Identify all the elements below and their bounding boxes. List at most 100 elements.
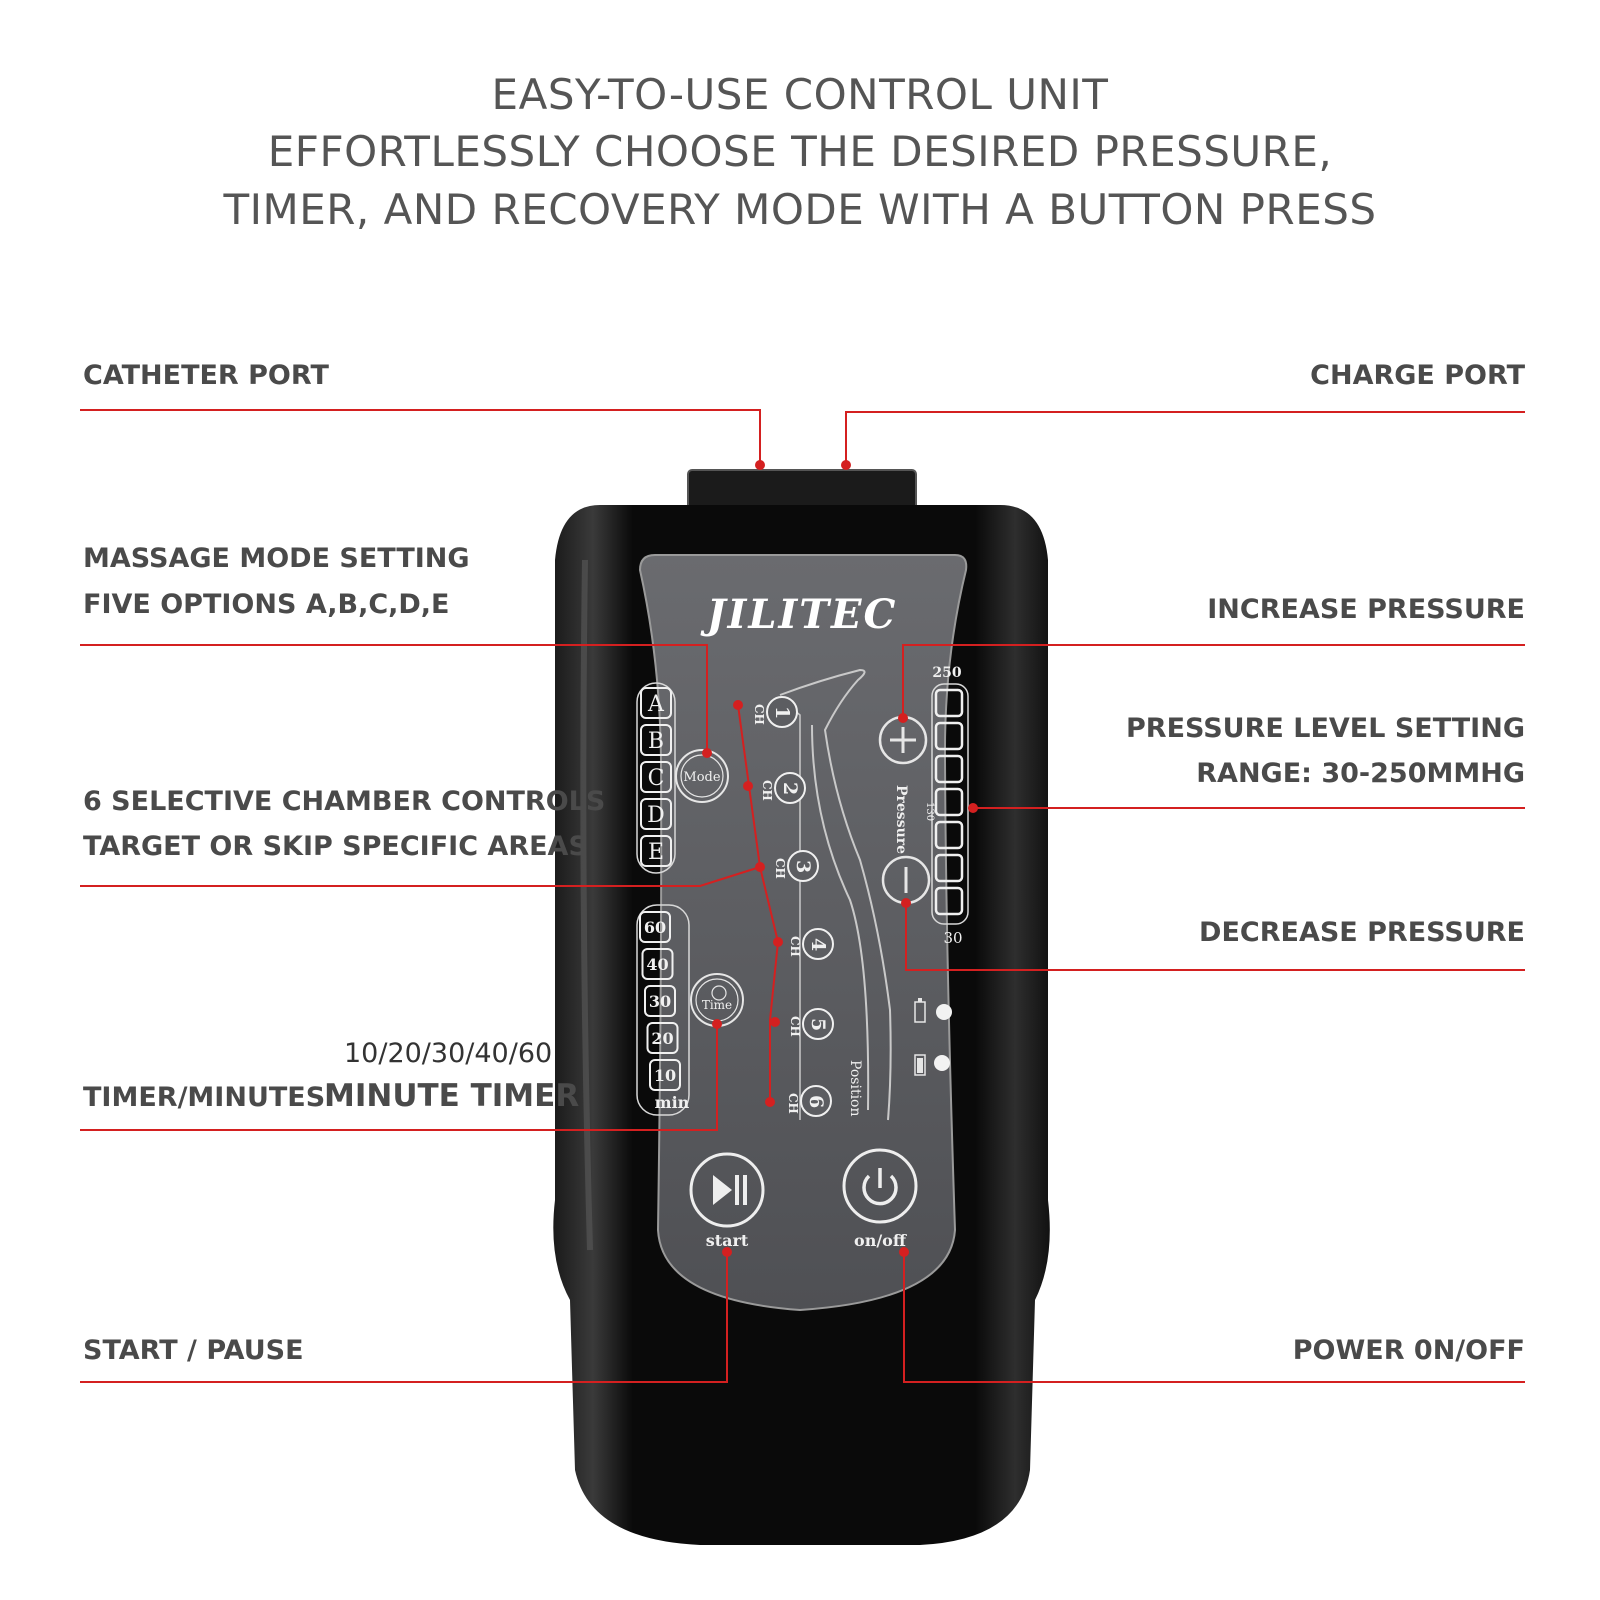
battery-low-indicator bbox=[914, 998, 952, 1023]
label-massage-mode-1: MASSAGE MODE SETTING bbox=[83, 543, 470, 574]
mode-option-c: C bbox=[640, 761, 672, 793]
channel-label: CH bbox=[786, 1093, 800, 1114]
leader-timer bbox=[80, 1024, 718, 1131]
leader-lines bbox=[80, 409, 1525, 1383]
timer-option-20: 20 bbox=[646, 1022, 679, 1054]
label-charge-port: CHARGE PORT bbox=[1310, 360, 1525, 391]
label-chambers-1: 6 SELECTIVE CHAMBER CONTROLS bbox=[83, 786, 606, 817]
channel-label: CH bbox=[752, 704, 766, 725]
leader-massage-mode bbox=[80, 644, 708, 753]
pressure-max-label: 250 bbox=[932, 665, 961, 681]
pressure-led bbox=[934, 787, 964, 817]
start-pause-button[interactable] bbox=[689, 1152, 765, 1228]
channel-number: 3 bbox=[792, 860, 814, 873]
mode-option-label: B bbox=[648, 729, 664, 754]
label-timer-values: 10/20/30/40/60 bbox=[344, 1038, 553, 1069]
label-pressure-level-1: PRESSURE LEVEL SETTING bbox=[1125, 713, 1525, 744]
power-icon bbox=[862, 1174, 898, 1206]
channel-number: 6 bbox=[805, 1095, 827, 1108]
mode-option-e: E bbox=[640, 835, 672, 867]
pressure-led bbox=[934, 820, 964, 850]
channel-number: 1 bbox=[771, 706, 793, 719]
mode-option-label: A bbox=[647, 692, 665, 717]
channel-number: 2 bbox=[779, 782, 801, 795]
timer-option-60: 60 bbox=[639, 911, 671, 943]
label-chambers-2: TARGET OR SKIP SPECIFIC AREAS bbox=[83, 831, 588, 862]
channel-number: 5 bbox=[807, 1018, 829, 1031]
headline-line-3: TIMER, AND RECOVERY MODE WITH A BUTTON P… bbox=[223, 185, 1377, 234]
mode-option-label: E bbox=[648, 840, 664, 865]
mode-option-a: A bbox=[640, 687, 672, 719]
timer-options: 60 40 30 20 10 bbox=[636, 904, 690, 1116]
channel-number: 4 bbox=[807, 938, 829, 951]
battery-full-indicator bbox=[914, 1054, 950, 1076]
channel-button-1[interactable]: 1 CH bbox=[752, 696, 798, 728]
leader-start bbox=[80, 1252, 728, 1383]
label-start-pause: START / PAUSE bbox=[83, 1335, 304, 1366]
pressure-led bbox=[934, 886, 964, 916]
timer-option-label: 20 bbox=[651, 1029, 673, 1048]
label-minute-timer: MINUTE TIMER bbox=[324, 1078, 580, 1114]
timer-option-label: 30 bbox=[649, 992, 671, 1011]
timer-option-label: 10 bbox=[654, 1066, 676, 1085]
position-label: Position bbox=[847, 1060, 863, 1117]
timer-option-10: 10 bbox=[649, 1059, 681, 1091]
channel-button-6[interactable]: 6 CH bbox=[786, 1085, 832, 1117]
label-increase-pressure: INCREASE PRESSURE bbox=[1207, 594, 1525, 625]
leader-catheter-port bbox=[80, 409, 761, 465]
channel-button-5[interactable]: 5 CH bbox=[788, 1008, 834, 1040]
pressure-mid-label: 130 bbox=[924, 802, 935, 821]
label-catheter-port: CATHETER PORT bbox=[83, 360, 329, 391]
pressure-led bbox=[934, 721, 964, 751]
body-glare bbox=[580, 559, 593, 1251]
timer-option-30: 30 bbox=[644, 985, 676, 1017]
mode-option-b: B bbox=[640, 724, 672, 756]
channel-button-2[interactable]: 2 CH bbox=[760, 772, 806, 804]
leader-chambers bbox=[80, 866, 761, 887]
leg-silhouette bbox=[779, 668, 892, 1121]
headline-line-1: EASY-TO-USE CONTROL UNIT bbox=[491, 70, 1109, 119]
leader-charge-port bbox=[845, 411, 1525, 465]
mode-option-label: C bbox=[648, 766, 665, 791]
label-power: POWER 0N/OFF bbox=[1292, 1335, 1525, 1366]
pressure-led bbox=[934, 688, 964, 718]
power-label: on/off bbox=[854, 1231, 907, 1250]
channel-button-4[interactable]: 4 CH bbox=[788, 928, 834, 960]
timer-unit-label: min bbox=[655, 1093, 690, 1112]
channel-label: CH bbox=[788, 1016, 802, 1037]
power-button[interactable] bbox=[842, 1148, 918, 1224]
pressure-level-leds bbox=[931, 683, 969, 925]
start-label: start bbox=[706, 1231, 749, 1250]
timer-option-label: 40 bbox=[646, 955, 668, 974]
mode-option-d: D bbox=[640, 798, 672, 830]
label-timer-minutes: TIMER/MINUTES bbox=[83, 1082, 326, 1113]
clock-icon bbox=[711, 985, 727, 1001]
headline-line-2: EFFORTLESSLY CHOOSE THE DESIRED PRESSURE… bbox=[267, 127, 1333, 176]
label-massage-mode-2: FIVE OPTIONS A,B,C,D,E bbox=[83, 589, 450, 620]
mode-button[interactable]: Mode bbox=[675, 749, 729, 803]
leader-decrease-pressure bbox=[905, 903, 1525, 971]
pressure-label: Pressure bbox=[893, 785, 909, 854]
channel-label: CH bbox=[760, 780, 774, 801]
play-pause-icon bbox=[713, 1175, 732, 1205]
mode-option-label: D bbox=[647, 803, 665, 828]
timer-option-40: 40 bbox=[641, 948, 674, 980]
channel-button-3[interactable]: 3 CH bbox=[773, 850, 819, 882]
pressure-led bbox=[934, 853, 964, 883]
pressure-led bbox=[934, 754, 964, 784]
mode-button-label: Mode bbox=[683, 770, 720, 785]
pressure-min-label: 30 bbox=[943, 929, 962, 947]
plus-icon bbox=[890, 727, 916, 753]
leader-power bbox=[903, 1252, 1525, 1383]
timer-option-label: 60 bbox=[644, 918, 666, 937]
label-pressure-level-2: RANGE: 30-250MMHG bbox=[1196, 758, 1525, 789]
channel-label: CH bbox=[773, 858, 787, 879]
label-decrease-pressure: DECREASE PRESSURE bbox=[1199, 917, 1525, 948]
brand-logo: JILITEC bbox=[700, 591, 898, 638]
leader-increase-pressure bbox=[902, 644, 1525, 718]
leader-dots bbox=[702, 460, 978, 1257]
channel-label: CH bbox=[788, 936, 802, 957]
